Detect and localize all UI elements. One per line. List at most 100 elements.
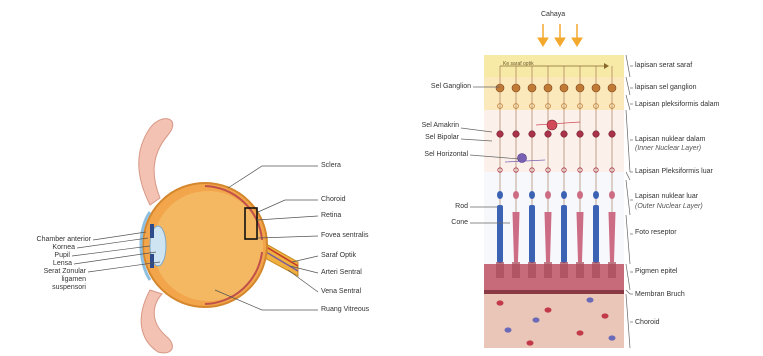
layer-label-1: lapisan sel ganglion xyxy=(635,84,697,92)
layer-label-4: Lapisan Pleksiformis luar xyxy=(635,168,713,176)
choroid-blood-cell xyxy=(577,330,584,335)
choroid-blood-cell xyxy=(602,313,609,318)
ganglion-layer-bg xyxy=(484,77,624,110)
ganglion-cell xyxy=(496,84,504,92)
rod-cell xyxy=(529,205,535,263)
layer-label-0: lapisan serat saraf xyxy=(635,62,692,70)
pigment-tip xyxy=(528,262,536,278)
layer-bracket xyxy=(626,110,630,172)
pigment-tip xyxy=(592,262,600,278)
eye-cross-section xyxy=(72,119,318,353)
bipolar-cell xyxy=(545,131,552,138)
bipolar-cell xyxy=(593,131,600,138)
choroid-blood-cell xyxy=(609,335,616,340)
rod-cell xyxy=(497,205,503,263)
ganglion-cell xyxy=(608,84,616,92)
layer-bracket xyxy=(626,180,630,215)
pigment-tip xyxy=(512,262,520,278)
iris-upper xyxy=(150,224,154,238)
pigment-tip xyxy=(496,262,504,278)
layer-bracket xyxy=(626,264,630,290)
receptor-nucleus xyxy=(545,191,551,199)
label-pupil: Pupil xyxy=(0,252,70,260)
bipolar-cell xyxy=(497,131,504,138)
layer-label-2: Lapisan pleksiformis dalam xyxy=(635,101,719,109)
bipolar-cell xyxy=(577,131,584,138)
choroid-layer xyxy=(484,294,624,348)
bipolar-cell xyxy=(513,131,520,138)
layer-bracket xyxy=(626,55,630,77)
rod-cell xyxy=(593,205,599,263)
choroid-blood-cell xyxy=(587,297,594,302)
label-kornea: Kornea xyxy=(0,244,75,252)
ganglion-cell xyxy=(528,84,536,92)
choroid-blood-cell xyxy=(505,327,512,332)
label-ligamen: ligamen xyxy=(0,276,86,284)
retina-cross-section xyxy=(461,24,633,348)
light-arrows xyxy=(538,24,582,46)
ganglion-cell xyxy=(592,84,600,92)
layer-bracket xyxy=(626,290,630,294)
pigment-tip xyxy=(608,262,616,278)
label-cahaya: Cahaya xyxy=(541,11,565,19)
ganglion-cell xyxy=(512,84,520,92)
layer-bracket xyxy=(626,294,630,348)
layer-label-6: Foto reseptor xyxy=(635,229,677,237)
layer-sublabel-5: (Outer Nuclear Layer) xyxy=(635,203,703,211)
layer-label-7: Pigmen epitel xyxy=(635,268,677,276)
label-suspensori: suspensori xyxy=(0,284,86,292)
label-rod: Rod xyxy=(380,203,468,211)
choroid-blood-cell xyxy=(527,340,534,345)
label-sclera: Sclera xyxy=(321,162,341,170)
receptor-nucleus xyxy=(593,191,599,199)
label-saraf-optik: Saraf Optik xyxy=(321,252,356,260)
iris-lower xyxy=(150,254,154,268)
label-sel-bipolar: Sel Bipolar xyxy=(380,134,459,142)
bipolar-cell xyxy=(529,131,536,138)
label-choroid: Choroid xyxy=(321,196,346,204)
bruch-membrane xyxy=(484,290,624,294)
bipolar-cell xyxy=(609,131,616,138)
label-vena-sentral: Vena Sentral xyxy=(321,288,361,296)
layer-sublabel-3: (Inner Nuclear Layer) xyxy=(635,145,701,153)
bipolar-cell xyxy=(561,131,568,138)
choroid-blood-cell xyxy=(497,300,504,305)
receptor-nucleus xyxy=(561,191,567,199)
label-sel-amakrin: Sel Amakrin xyxy=(380,122,459,130)
layer-label-3: Lapisan nuklear dalam xyxy=(635,136,705,144)
pigment-tip xyxy=(576,262,584,278)
label-chamber-anterior: Chamber anterior xyxy=(0,236,91,244)
label-arteri-sentral: Arteri Sentral xyxy=(321,269,362,277)
rod-cell xyxy=(561,205,567,263)
label-lensa: Lensa xyxy=(0,260,72,268)
layer-label-5: Lapisan nuklear luar xyxy=(635,193,698,201)
inner-layer-bg xyxy=(484,110,624,172)
layer-bracket xyxy=(626,215,630,264)
label-serat-zonular: Serat Zonular xyxy=(0,268,86,276)
pigment-tip xyxy=(560,262,568,278)
outer-layer-bg xyxy=(484,172,624,264)
receptor-nucleus xyxy=(577,191,583,199)
layer-label-8: Membran Bruch xyxy=(635,291,685,299)
pigment-tip xyxy=(544,262,552,278)
layer-bracket xyxy=(626,77,630,95)
lower-eyelid xyxy=(141,290,172,353)
label-sel-ganglion: Sel Ganglion xyxy=(380,83,471,91)
amacrine-cell xyxy=(547,120,557,130)
layer-bracket xyxy=(626,95,630,110)
ganglion-cell xyxy=(560,84,568,92)
label-ruang-vitreous: Ruang Vitreous xyxy=(321,306,369,314)
layer-bracket xyxy=(626,172,630,180)
label-fovea-sentralis: Fovea sentralis xyxy=(321,232,368,240)
ganglion-cell xyxy=(544,84,552,92)
receptor-nucleus xyxy=(529,191,535,199)
pigment-epithelium xyxy=(484,264,624,290)
choroid-blood-cell xyxy=(545,307,552,312)
choroid-blood-cell xyxy=(533,317,540,322)
label-ke-saraf-optik: Ke saraf optik xyxy=(503,60,534,68)
label-retina: Retina xyxy=(321,212,341,220)
receptor-nucleus xyxy=(609,191,615,199)
ganglion-cell xyxy=(576,84,584,92)
label-cone: Cone xyxy=(380,219,468,227)
